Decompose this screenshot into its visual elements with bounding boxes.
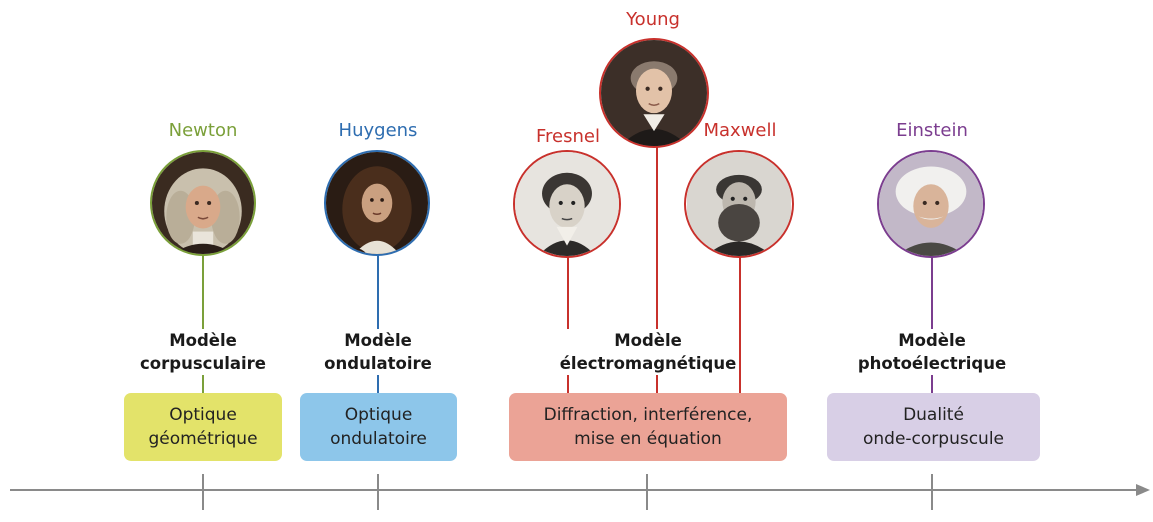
model-electromagnetic-line1: Modèle [614,331,682,350]
duality-line1: Dualité [903,405,964,425]
model-corpuscular-line2: corpusculaire [140,354,266,373]
fresnel-name: Fresnel [536,126,600,147]
wave-optics-box: Optique ondulatoire [300,393,457,461]
model-photoelectric-label: Modèle photoélectrique [855,329,1009,375]
model-wave-line2: ondulatoire [324,354,432,373]
model-wave-label: Modèle ondulatoire [322,329,434,375]
einstein-name: Einstein [896,120,968,141]
diffraction-box: Diffraction, interférence, mise en équat… [509,393,787,461]
model-electromagnetic-line2: électromagnétique [559,354,737,373]
timeline-arrow-icon [1136,484,1150,496]
timeline-tick [646,474,648,510]
diffraction-line1: Diffraction, interférence, [543,405,753,425]
model-corpuscular-label: Modèle corpusculaire [138,329,268,375]
fresnel-portrait-icon [513,150,621,258]
huygens-line [377,255,379,393]
timeline-tick [202,474,204,510]
geometric-optics-box: Optique géométrique [124,393,282,461]
young-name: Young [626,9,680,30]
geometric-optics-line2: géométrique [148,429,258,449]
model-photoelectric-line1: Modèle [898,331,966,350]
duality-box: Dualité onde-corpuscule [827,393,1040,461]
young-line [656,143,658,394]
newton-name: Newton [168,120,238,141]
maxwell-name: Maxwell [703,120,777,141]
diffraction-line2: mise en équation [574,429,722,449]
huygens-portrait-icon [324,150,430,256]
timeline-tick [931,474,933,510]
timeline-axis [10,489,1138,491]
geometric-optics-line1: Optique [169,405,237,425]
fresnel-line [567,256,569,394]
young-portrait-icon [599,38,709,148]
einstein-line [931,255,933,393]
newton-line [202,255,204,393]
einstein-portrait-icon [877,150,985,258]
huygens-name: Huygens [338,120,418,141]
model-electromagnetic-label: Modèle électromagnétique [557,329,739,375]
model-photoelectric-line2: photoélectrique [857,354,1007,373]
model-wave-line1: Modèle [344,331,412,350]
maxwell-line [739,256,741,394]
timeline-tick [377,474,379,510]
wave-optics-line2: ondulatoire [330,429,427,449]
model-corpuscular-line1: Modèle [169,331,237,350]
wave-optics-line1: Optique [344,405,413,425]
maxwell-portrait-icon [684,150,794,258]
newton-portrait-icon [150,150,256,256]
duality-line2: onde-corpuscule [862,429,1005,449]
